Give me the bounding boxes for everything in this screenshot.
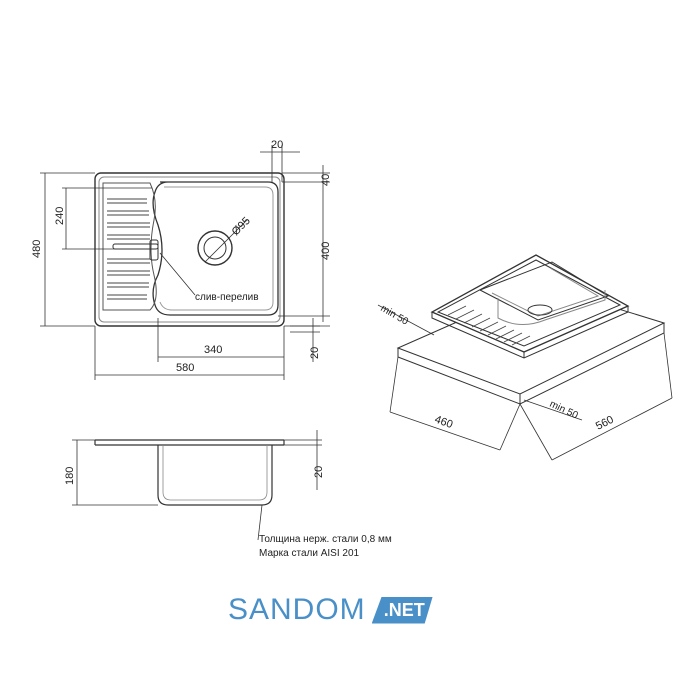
dim-240-left: 240 — [54, 207, 66, 225]
note-thickness: Толщина нерж. стали 0,8 мм — [259, 534, 392, 545]
dim-drain-diameter: Ø95 — [230, 215, 253, 238]
dim-460-iso: 460 — [433, 414, 454, 432]
dim-20-bottom-right: 20 — [309, 347, 321, 359]
dim-min50-top: min 50 — [379, 303, 411, 328]
iso-dimension-lines — [377, 304, 673, 461]
iso-sink — [430, 254, 630, 359]
side-view — [94, 439, 285, 506]
iso-drainer-ribs — [447, 305, 531, 346]
dim-180-side: 180 — [64, 467, 76, 485]
dim-340-bottom: 340 — [204, 344, 222, 356]
dim-480-left: 480 — [31, 240, 43, 258]
dim-20-side: 20 — [313, 466, 325, 478]
side-view-dimension-lines — [72, 430, 322, 541]
top-view-dimension-lines — [40, 145, 330, 380]
overflow-label: слив-перелив — [195, 292, 259, 303]
dim-20-top: 20 — [271, 139, 283, 151]
dim-560-iso: 560 — [594, 414, 616, 433]
drain-hole — [197, 230, 233, 266]
top-view — [94, 172, 285, 327]
drainer-ribs — [107, 198, 150, 300]
dim-580-bottom: 580 — [176, 362, 194, 374]
dim-40-right: 40 — [320, 174, 332, 186]
note-grade: Марка стали AISI 201 — [259, 548, 360, 559]
brand-logo: SANDOM .NET — [228, 592, 433, 628]
dim-400-right: 400 — [320, 242, 332, 260]
brand-tld-badge: .NET — [372, 597, 433, 624]
dim-min50-bottom: min 50 — [548, 399, 580, 422]
brand-name: SANDOM — [228, 593, 366, 626]
